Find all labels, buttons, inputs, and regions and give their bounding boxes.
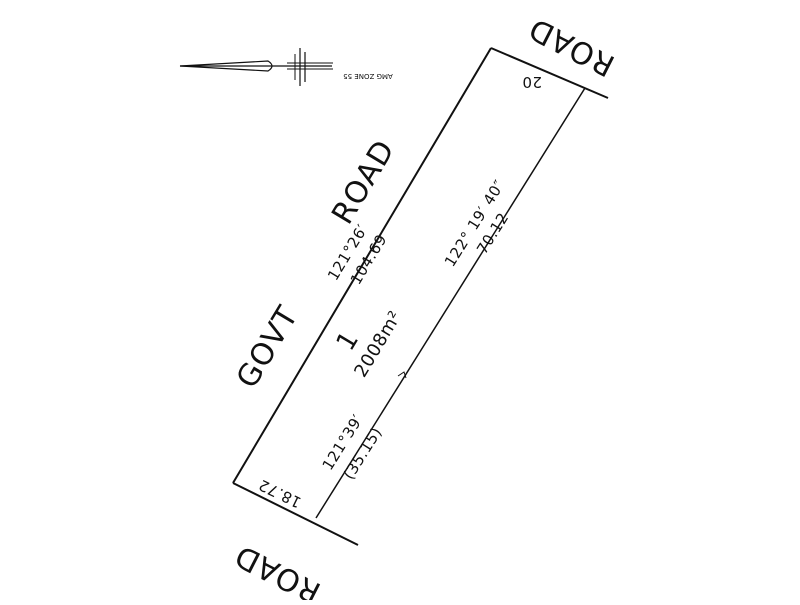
lot-number: 1 — [331, 326, 366, 356]
north-arrow: AMG ZONE 55 — [179, 48, 393, 86]
lot-boundary — [232, 47, 609, 546]
north-arrow-label: AMG ZONE 55 — [343, 72, 393, 80]
boundary-east — [315, 87, 586, 519]
boundary-angle-mark — [397, 371, 407, 379]
boundary-south — [232, 482, 359, 546]
north-length: 20 — [522, 73, 542, 91]
boundary-north — [490, 47, 609, 99]
road-label-top: ROAD — [523, 10, 620, 83]
boundary-west — [232, 47, 492, 484]
road-label-bottom: ROAD — [229, 537, 326, 600]
